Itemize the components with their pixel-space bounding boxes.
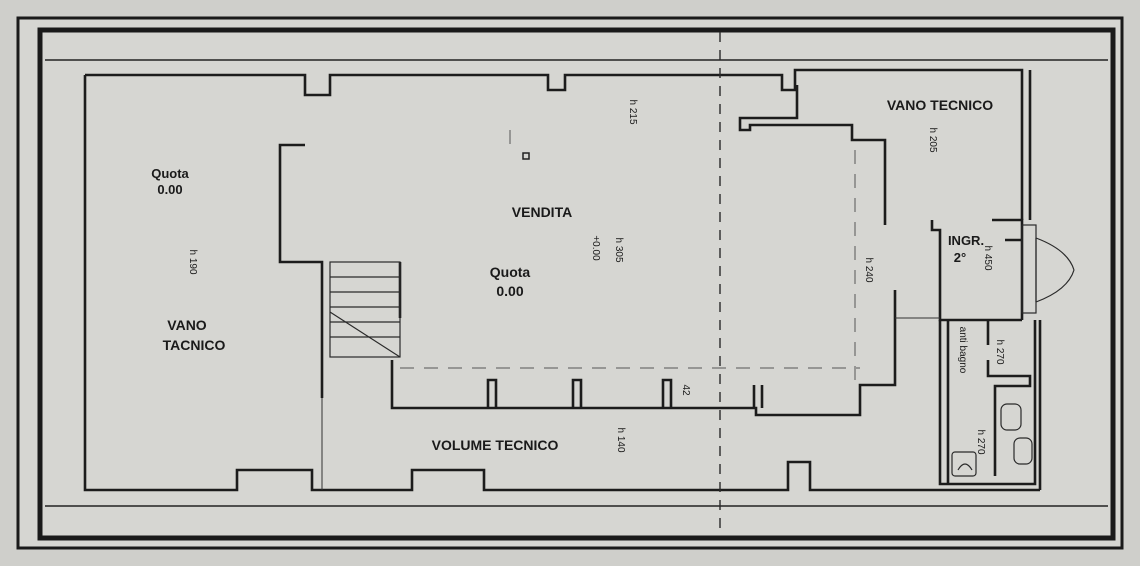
hall-wall-bottom [390, 290, 897, 417]
label-ingr-2: 2° [954, 250, 966, 265]
label-quota-left-2: 0.00 [157, 182, 182, 197]
label-42: 42 [680, 384, 691, 396]
label-h215: h 215 [627, 99, 638, 124]
label-h305: h 305 [613, 237, 624, 262]
column-marker [522, 152, 530, 160]
label-vano-tacnico-1: VANO [167, 317, 207, 333]
label-h270b: h 270 [975, 429, 986, 454]
label-h240: h 240 [863, 257, 874, 282]
label-ingr-1: INGR. [948, 233, 984, 248]
sheet-border-inner [37, 27, 1116, 541]
label-quota-center-2: 0.00 [496, 283, 523, 299]
label-h450: h 450 [982, 245, 993, 270]
label-h205: h 205 [927, 127, 938, 152]
label-quota-left-1: Quota [151, 166, 189, 181]
label-vano-tecnico: VANO TECNICO [887, 97, 993, 113]
label-h140: h 140 [615, 427, 626, 452]
label-plus000: +0.00 [590, 235, 601, 261]
bathroom-walls [938, 320, 1037, 486]
label-volume-tecnico: VOLUME TECNICO [432, 437, 559, 453]
sheet-border-outer [16, 16, 1124, 550]
hall-wall-right-top [738, 85, 887, 225]
label-vendita: VENDITA [512, 204, 572, 220]
pilaster-notches [486, 378, 764, 408]
label-anti-bagno: anti bagno [957, 327, 968, 374]
right-wall [1028, 70, 1042, 490]
building-outline [83, 68, 1040, 492]
label-quota-center-1: Quota [490, 264, 531, 280]
label-h190: h 190 [187, 249, 198, 274]
label-h270a: h 270 [994, 339, 1005, 364]
entrance-door [1021, 224, 1075, 314]
staircase [329, 261, 401, 358]
sanitary-fixtures [951, 403, 1033, 477]
hall-wall-left [278, 143, 324, 398]
label-vano-tacnico-2: TACNICO [163, 337, 226, 353]
